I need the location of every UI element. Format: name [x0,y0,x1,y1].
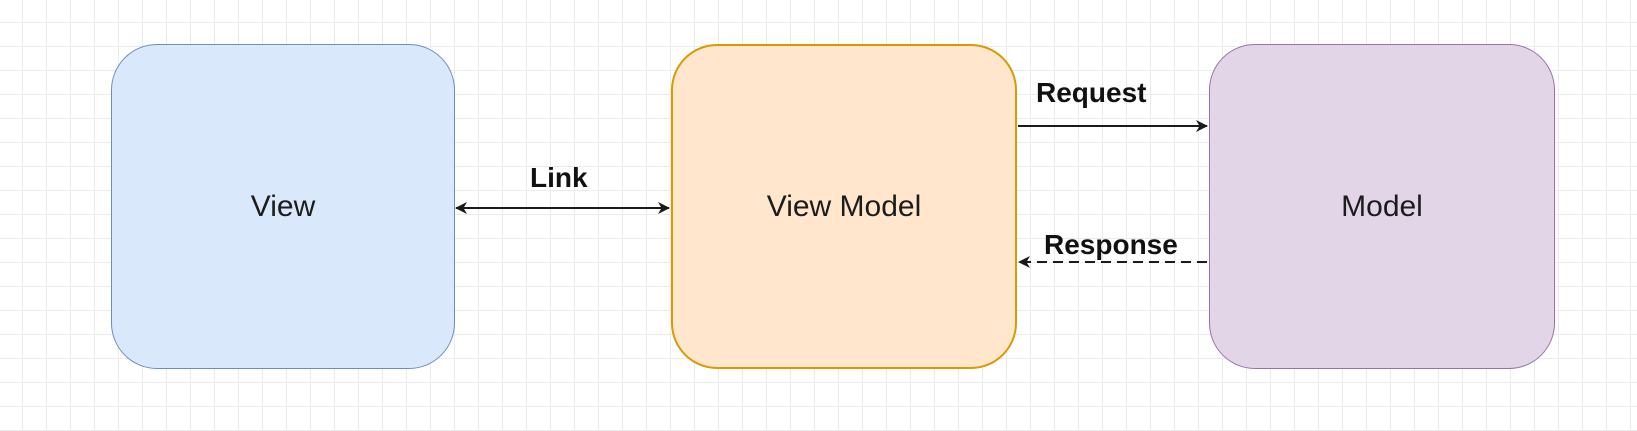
request-edge-label: Request [1036,77,1147,108]
model-node[interactable]: Model [1209,44,1555,369]
view-node-label: View [250,189,316,223]
link-edge-label: Link [530,162,588,193]
model-node-label: Model [1341,189,1423,223]
view-model-node-label: View Model [766,189,922,223]
response-edge-label: Response [1044,229,1178,260]
view-model-node[interactable]: View Model [671,44,1017,369]
view-node[interactable]: View [111,44,455,369]
